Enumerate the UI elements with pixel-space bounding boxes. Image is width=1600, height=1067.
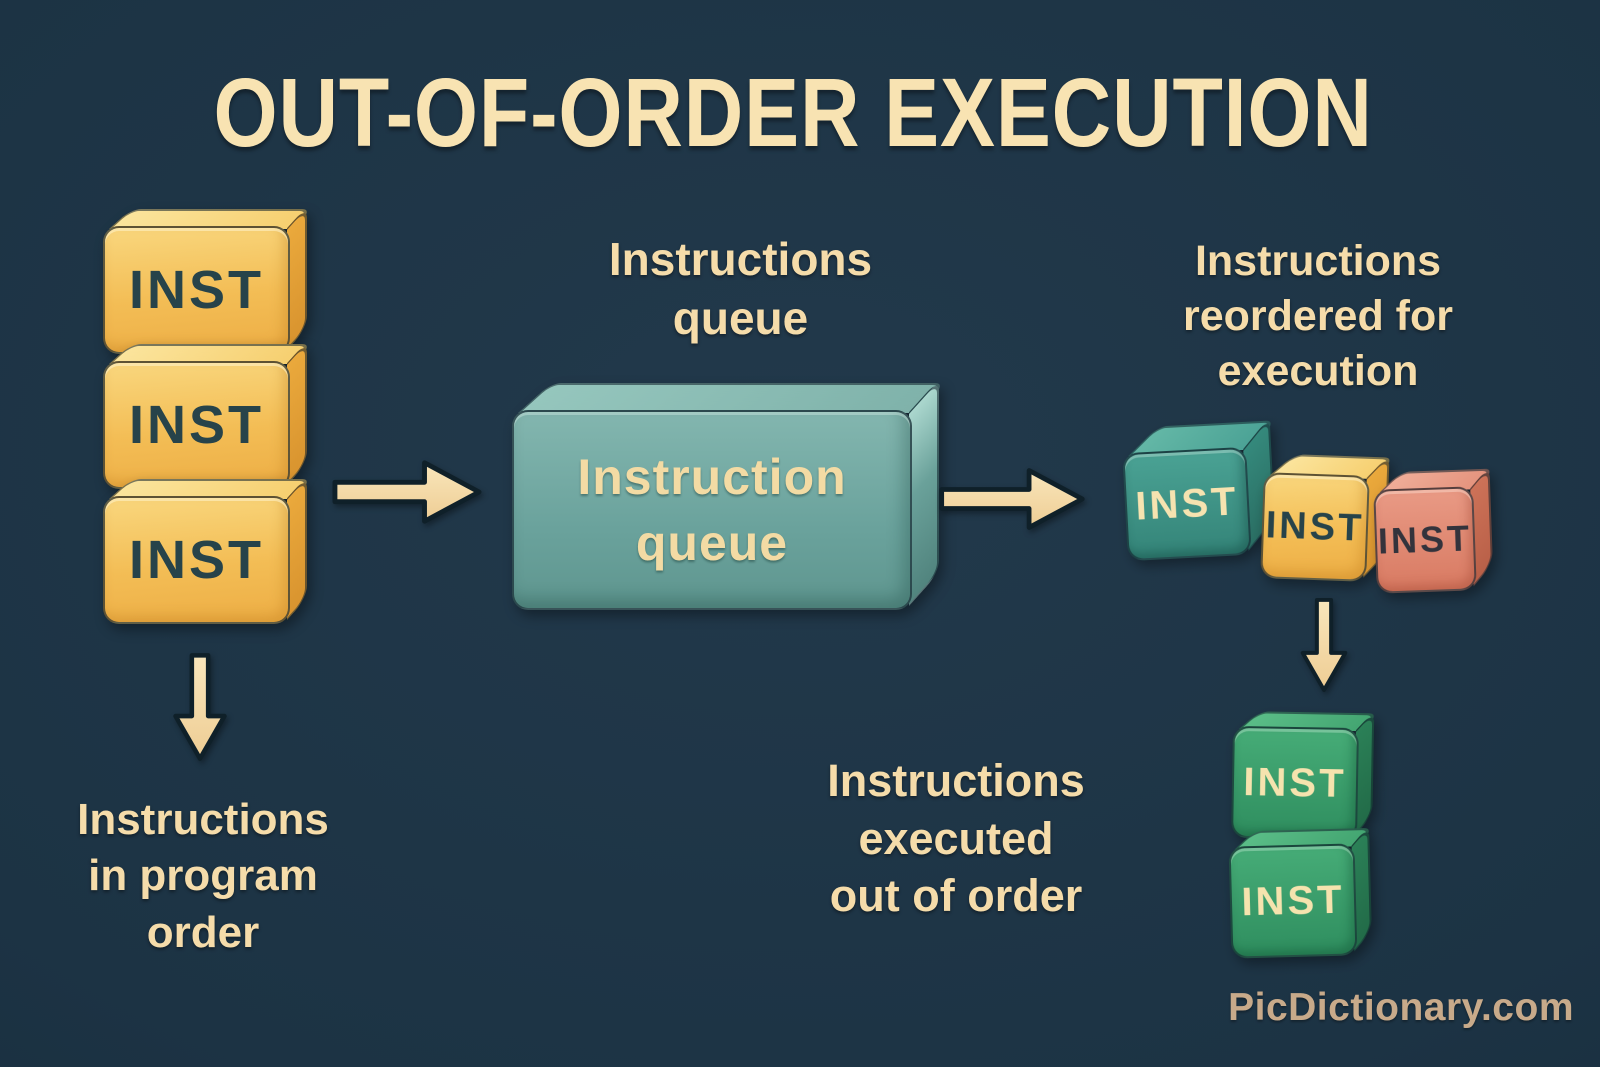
queue-box-text: Instruction queue [577,444,846,576]
caption-line: Instructions [1194,237,1442,285]
page-title: OUT-OF-ORDER EXECUTION [213,58,1373,167]
caption-line: Instruction [577,449,847,505]
reordered-caption: Instructions reordered for execution [1128,234,1508,399]
program-order-block-2: INST [103,340,315,489]
block-label: INST [1373,486,1477,594]
caption-line: out of order [829,870,1083,922]
caption-line: reordered for [1182,292,1453,341]
caption-line: Instructions [608,233,873,285]
caption-line: executed [858,812,1054,864]
block-label: INST [1231,725,1359,841]
program-order-caption: Instructions in program order [28,792,378,961]
block-side-face [909,378,939,606]
block-side-face [287,340,307,485]
program-order-block-1: INST [103,205,315,354]
watermark: PicDictionary.com [1228,986,1574,1029]
caption-line: in program [88,851,318,901]
caption-line: queue [672,291,809,344]
program-order-block-3: INST [103,475,315,624]
caption-line: Instructions [77,795,329,844]
reordered-block-teal: INST [1122,416,1278,562]
instruction-queue-box: Instruction queue [512,378,948,610]
executed-block-1: INST [1231,710,1382,841]
reordered-block-salmon: INST [1373,465,1497,594]
caption-line: order [146,907,260,957]
block-label: INST [1228,843,1358,959]
block-label: INST [103,496,290,624]
caption-line: Instructions [827,755,1085,806]
executed-block-2: INST [1228,824,1377,959]
caption-line: queue [635,515,789,571]
queue-label: Instructions queue [558,230,923,348]
right-arrow-icon [332,460,482,524]
block-top-face [518,383,948,413]
block-side-face [287,475,307,620]
block-label: INST [103,226,290,354]
right-arrow-icon [939,468,1085,530]
block-label: INST [1260,472,1370,582]
block-label: INST [103,361,290,489]
down-arrow-icon [1300,597,1348,693]
block-side-face [287,205,307,350]
block-label: INST [1122,446,1252,562]
down-arrow-icon [173,653,227,761]
reordered-block-yellow: INST [1260,454,1397,582]
executed-caption: Instructions executed out of order [776,752,1136,925]
caption-line: execution [1217,347,1419,396]
instruction-queue-face: Instruction queue [512,410,912,610]
